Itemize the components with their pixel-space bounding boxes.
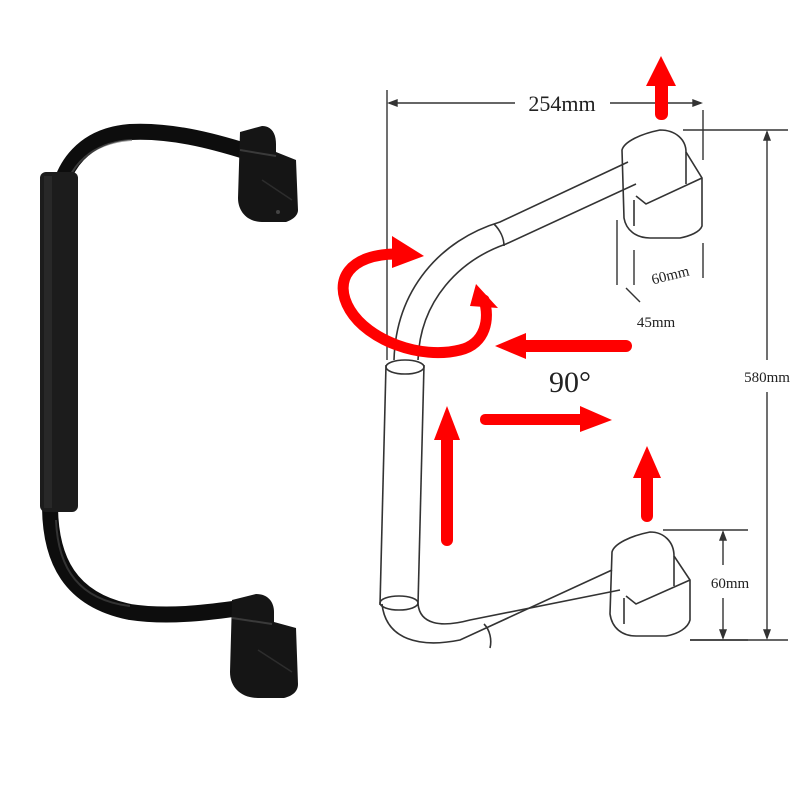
drawing-top-mount: [621, 129, 703, 239]
arrow-up-bottom-icon: [633, 446, 661, 522]
direction-arrows: [434, 56, 676, 546]
angle-label: 90°: [549, 366, 591, 399]
dimension-width: [386, 90, 704, 360]
arrow-right-icon: [480, 406, 612, 432]
drawing-bottom-mount: [609, 531, 691, 637]
technical-drawing: [379, 90, 788, 649]
dimension-bottom-mount: [663, 529, 748, 641]
bottom-mount-height-label: 60mm: [711, 576, 750, 592]
arrow-up-grip-icon: [434, 406, 460, 546]
arrow-left-icon: [495, 333, 632, 359]
top-mount-width-label: 60mm: [650, 263, 691, 288]
top-mount-depth-label: 45mm: [637, 315, 676, 331]
top-mount-photo: [238, 126, 298, 222]
drawing-upper-tube: [393, 161, 637, 361]
rotation-arrow-icon: [337, 236, 498, 359]
bottom-mount-photo: [230, 594, 298, 698]
width-label: 254mm: [528, 91, 595, 116]
product-photo-handle: [40, 123, 298, 698]
arrow-up-top-icon: [646, 56, 676, 120]
drawing-lower-tube: [381, 569, 621, 649]
dimension-top-mount: [616, 220, 704, 303]
height-label: 580mm: [744, 370, 790, 386]
drawing-grip: [379, 359, 425, 611]
